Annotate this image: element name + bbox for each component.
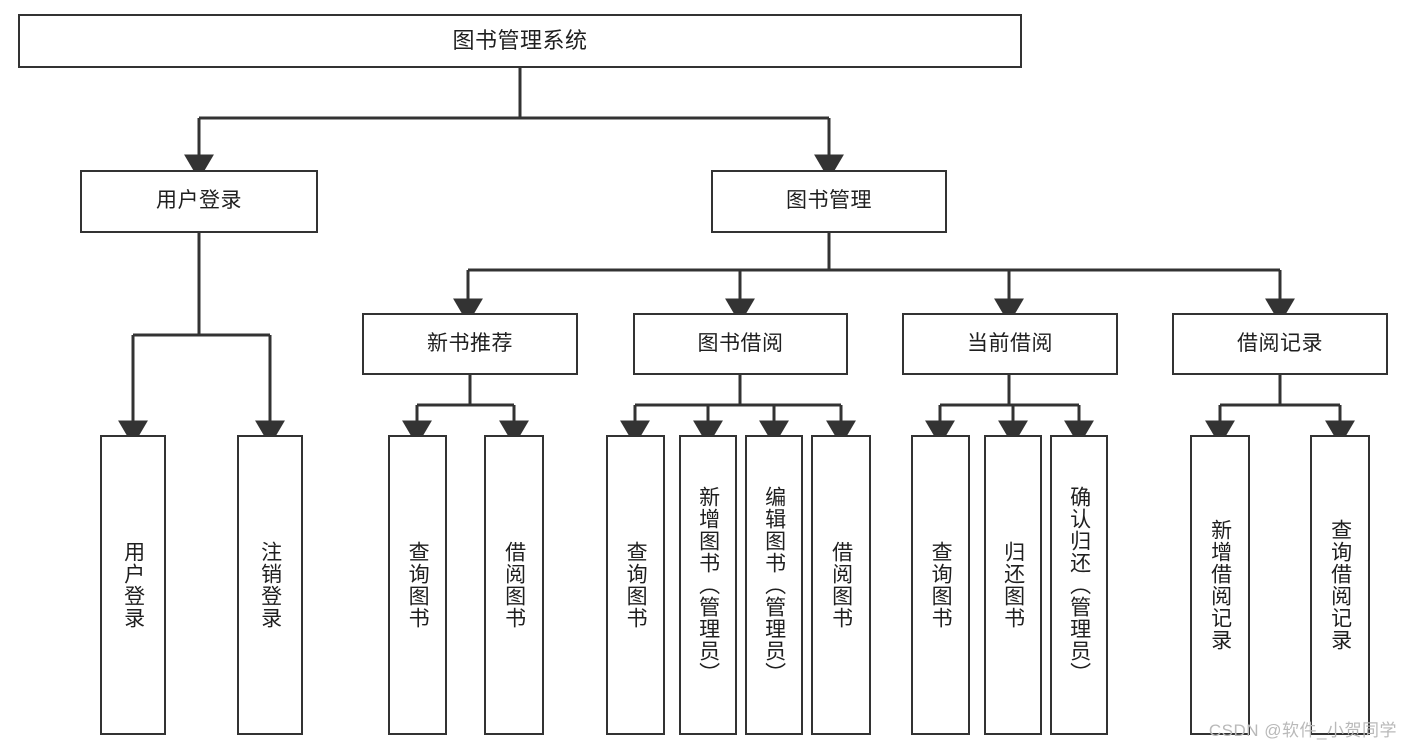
csdn-watermark: CSDN @软件_小贺同学 xyxy=(1208,721,1397,740)
node-leaf-query-books-newbook[interactable]: 查询图书 xyxy=(388,435,447,735)
node-leaf-query-books-current[interactable]: 查询图书 xyxy=(911,435,970,735)
node-leaf-query-borrow-record[interactable]: 查询借阅记录 xyxy=(1310,435,1370,735)
node-label: 查询图书 xyxy=(406,541,430,629)
node-leaf-query-books-borrow[interactable]: 查询图书 xyxy=(606,435,665,735)
node-leaf-user-login[interactable]: 用户登录 xyxy=(100,435,166,735)
node-label: 图书借阅 xyxy=(697,331,784,355)
node-book-borrowing[interactable]: 图书借阅 xyxy=(633,313,848,375)
node-leaf-borrow-books[interactable]: 借阅图书 xyxy=(811,435,871,735)
node-leaf-return-books[interactable]: 归还图书 xyxy=(984,435,1042,735)
node-leaf-logout[interactable]: 注销登录 xyxy=(237,435,303,735)
node-leaf-confirm-return-admin[interactable]: 确认归还（管理员） xyxy=(1050,435,1108,735)
node-label: 查询图书 xyxy=(929,541,953,629)
node-user-login[interactable]: 用户登录 xyxy=(80,170,318,233)
node-borrowing-records[interactable]: 借阅记录 xyxy=(1172,313,1388,375)
node-label: 确认归还（管理员） xyxy=(1067,486,1091,684)
node-leaf-borrow-books-newbook[interactable]: 借阅图书 xyxy=(484,435,544,735)
node-book-management[interactable]: 图书管理 xyxy=(711,170,947,233)
node-leaf-add-book-admin[interactable]: 新增图书（管理员） xyxy=(679,435,737,735)
node-new-book-recommendation[interactable]: 新书推荐 xyxy=(362,313,578,375)
node-label: 用户登录 xyxy=(156,189,242,213)
node-label: 图书管理系统 xyxy=(452,28,588,54)
node-book-management-system[interactable]: 图书管理系统 xyxy=(18,14,1022,68)
node-label: 编辑图书（管理员） xyxy=(762,486,786,684)
node-label: 新增借阅记录 xyxy=(1208,519,1232,651)
node-label: 图书管理 xyxy=(786,189,872,213)
node-label: 新书推荐 xyxy=(427,331,513,355)
node-label: 查询借阅记录 xyxy=(1328,519,1352,651)
node-label: 借阅记录 xyxy=(1237,331,1323,355)
node-leaf-add-borrow-record[interactable]: 新增借阅记录 xyxy=(1190,435,1250,735)
node-label: 注销登录 xyxy=(258,541,282,629)
node-label: 新增图书（管理员） xyxy=(696,486,720,684)
node-label: 用户登录 xyxy=(121,541,145,629)
node-label: 借阅图书 xyxy=(829,541,853,629)
node-label: 借阅图书 xyxy=(502,541,526,629)
node-label: 归还图书 xyxy=(1001,541,1025,629)
node-label: 查询图书 xyxy=(624,541,648,629)
node-leaf-edit-book-admin[interactable]: 编辑图书（管理员） xyxy=(745,435,803,735)
node-current-borrowing[interactable]: 当前借阅 xyxy=(902,313,1118,375)
node-label: 当前借阅 xyxy=(967,331,1053,355)
